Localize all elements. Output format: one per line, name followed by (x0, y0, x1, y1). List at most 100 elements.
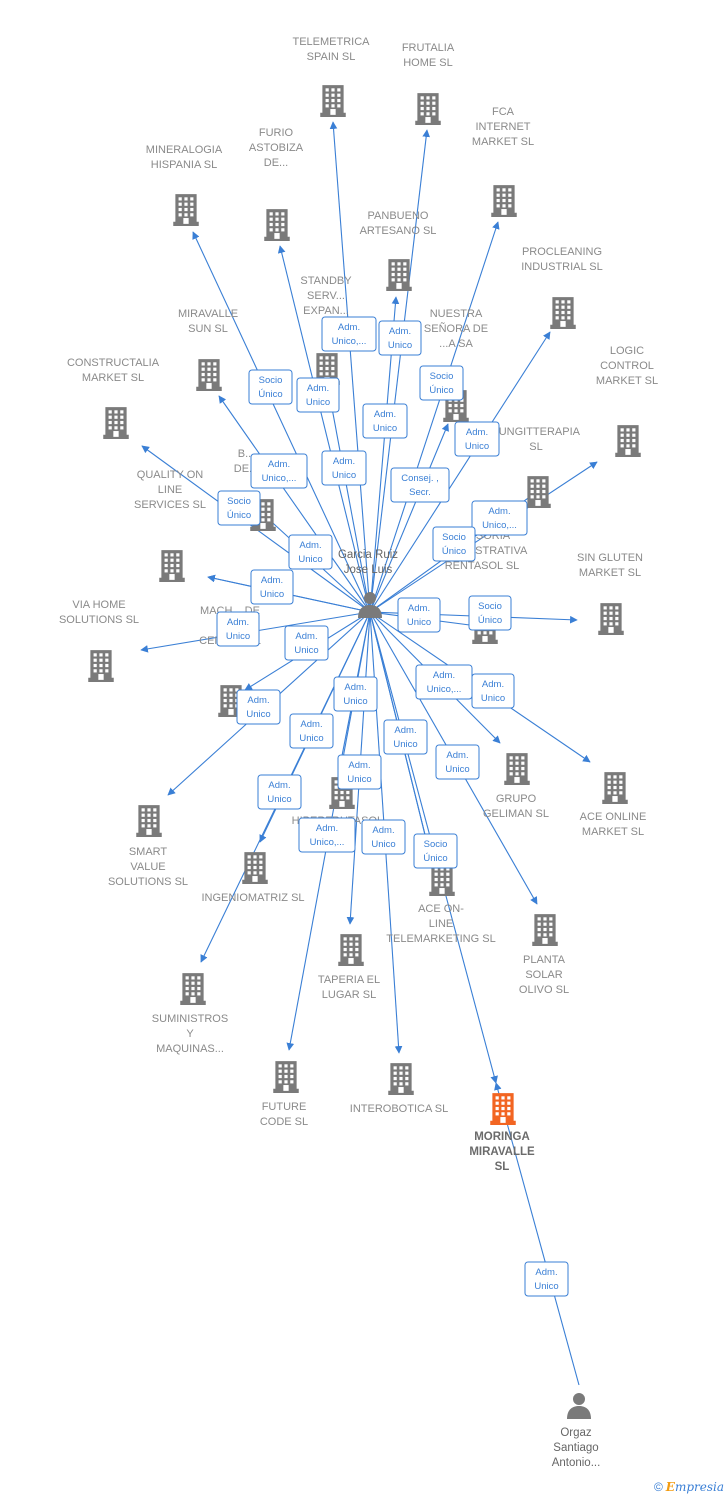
relation-text: Unico (388, 340, 412, 351)
company-node-grupo[interactable]: GRUPO GELIMAN SL (483, 753, 549, 820)
relation-label[interactable]: Adm.Unico (362, 403, 408, 439)
brand-logo[interactable]: Empresia (665, 1480, 724, 1494)
company-label: HOME SL (403, 57, 453, 69)
company-label: MARKET SL (596, 375, 658, 387)
relation-label[interactable]: Consej. ,Secr. (390, 467, 450, 503)
company-node-furio[interactable]: FURIOASTOBIZADE... (249, 127, 304, 241)
company-label: MARKET SL (82, 372, 144, 384)
company-label: SERVICES SL (134, 499, 206, 511)
relation-label[interactable]: Adm.Unico (471, 673, 515, 709)
relation-box (337, 754, 382, 790)
company-label: SERV... (307, 290, 345, 302)
relation-text: Adm. (295, 631, 317, 642)
person-name: Jose Luis (344, 564, 393, 576)
company-label: TELEMETRICA (292, 36, 370, 48)
relation-label[interactable]: Adm.Unico (257, 774, 302, 810)
relation-text: Socio (442, 532, 466, 543)
relation-box (217, 490, 261, 526)
relation-text: Socio (478, 601, 502, 612)
relation-label[interactable]: Adm.Unico (284, 625, 329, 661)
relation-text: Unico (267, 794, 291, 805)
relation-label[interactable]: Adm.Unico (383, 719, 428, 755)
company-label: VALUE (130, 861, 165, 873)
relation-label[interactable]: Adm.Unico (524, 1261, 569, 1297)
company-label: NUESTRA (430, 308, 483, 320)
relation-edge (369, 331, 551, 613)
relation-edge (369, 129, 431, 613)
relation-label[interactable]: Adm.Unico (333, 676, 378, 712)
company-label: GRUPO (496, 793, 537, 805)
relation-text: Adm. (374, 409, 396, 420)
company-node-suministros[interactable]: SUMINISTROSYMAQUINAS... (152, 973, 228, 1055)
company-label: CONTROL (600, 360, 654, 372)
relation-label[interactable]: Adm.Unico,... (250, 453, 308, 489)
relation-label[interactable]: Adm.Unico (216, 611, 260, 647)
relation-label[interactable]: Adm.Unico,... (298, 817, 356, 853)
person-name: Santiago (553, 1442, 598, 1454)
company-node-interobotica[interactable]: INTEROBOTICA SL (350, 1063, 448, 1115)
relation-label[interactable]: Adm.Unico (289, 713, 334, 749)
person-icon (567, 1393, 591, 1419)
relation-text: Adm. (389, 326, 411, 337)
person-node-orgaz[interactable]: OrgazSantiagoAntonio... (552, 1393, 601, 1469)
relation-box (284, 625, 329, 661)
relation-box (321, 450, 367, 486)
relation-text: Unico,... (427, 684, 462, 695)
relation-label[interactable]: Adm.Unico (397, 597, 441, 633)
relation-label[interactable]: Adm.Unico,... (471, 500, 528, 536)
relation-label[interactable]: Adm.Unico (337, 754, 382, 790)
company-node-ingeniomatriz[interactable]: INGENIOMATRIZ SL (201, 852, 305, 904)
relation-label[interactable]: Adm.Unico (250, 569, 294, 605)
relation-label[interactable]: Adm.Unico (454, 421, 500, 457)
relation-label[interactable]: Adm.Unico (296, 377, 340, 413)
company-node-standby[interactable]: STANDBYSERV...EXPAN... (300, 275, 352, 385)
relation-label[interactable]: Adm.Unico,... (321, 316, 377, 352)
relation-label[interactable]: Adm.Unico,... (415, 664, 473, 700)
company-label: GELIMAN SL (483, 808, 549, 820)
relation-label[interactable]: Adm. Unico (378, 320, 422, 356)
relation-label[interactable]: Adm.Unico (435, 744, 480, 780)
relation-text: Único (227, 510, 251, 521)
relation-label[interactable]: Adm.Unico (361, 819, 406, 855)
relation-text: Unico (332, 470, 356, 481)
company-label: MARKET SL (579, 567, 641, 579)
company-label: LINE (429, 918, 453, 930)
relation-label[interactable]: Adm.Unico (236, 689, 281, 725)
company-label: QUALITY ON (137, 469, 203, 481)
building-icon (388, 1063, 414, 1095)
relation-label[interactable]: Adm.Unico (321, 450, 367, 486)
person-name: Garcia Ruiz (338, 549, 398, 561)
company-label: MARKET SL (472, 136, 534, 148)
relation-label[interactable]: Adm.Unico (288, 534, 333, 570)
company-label: OLIVO SL (519, 984, 569, 996)
